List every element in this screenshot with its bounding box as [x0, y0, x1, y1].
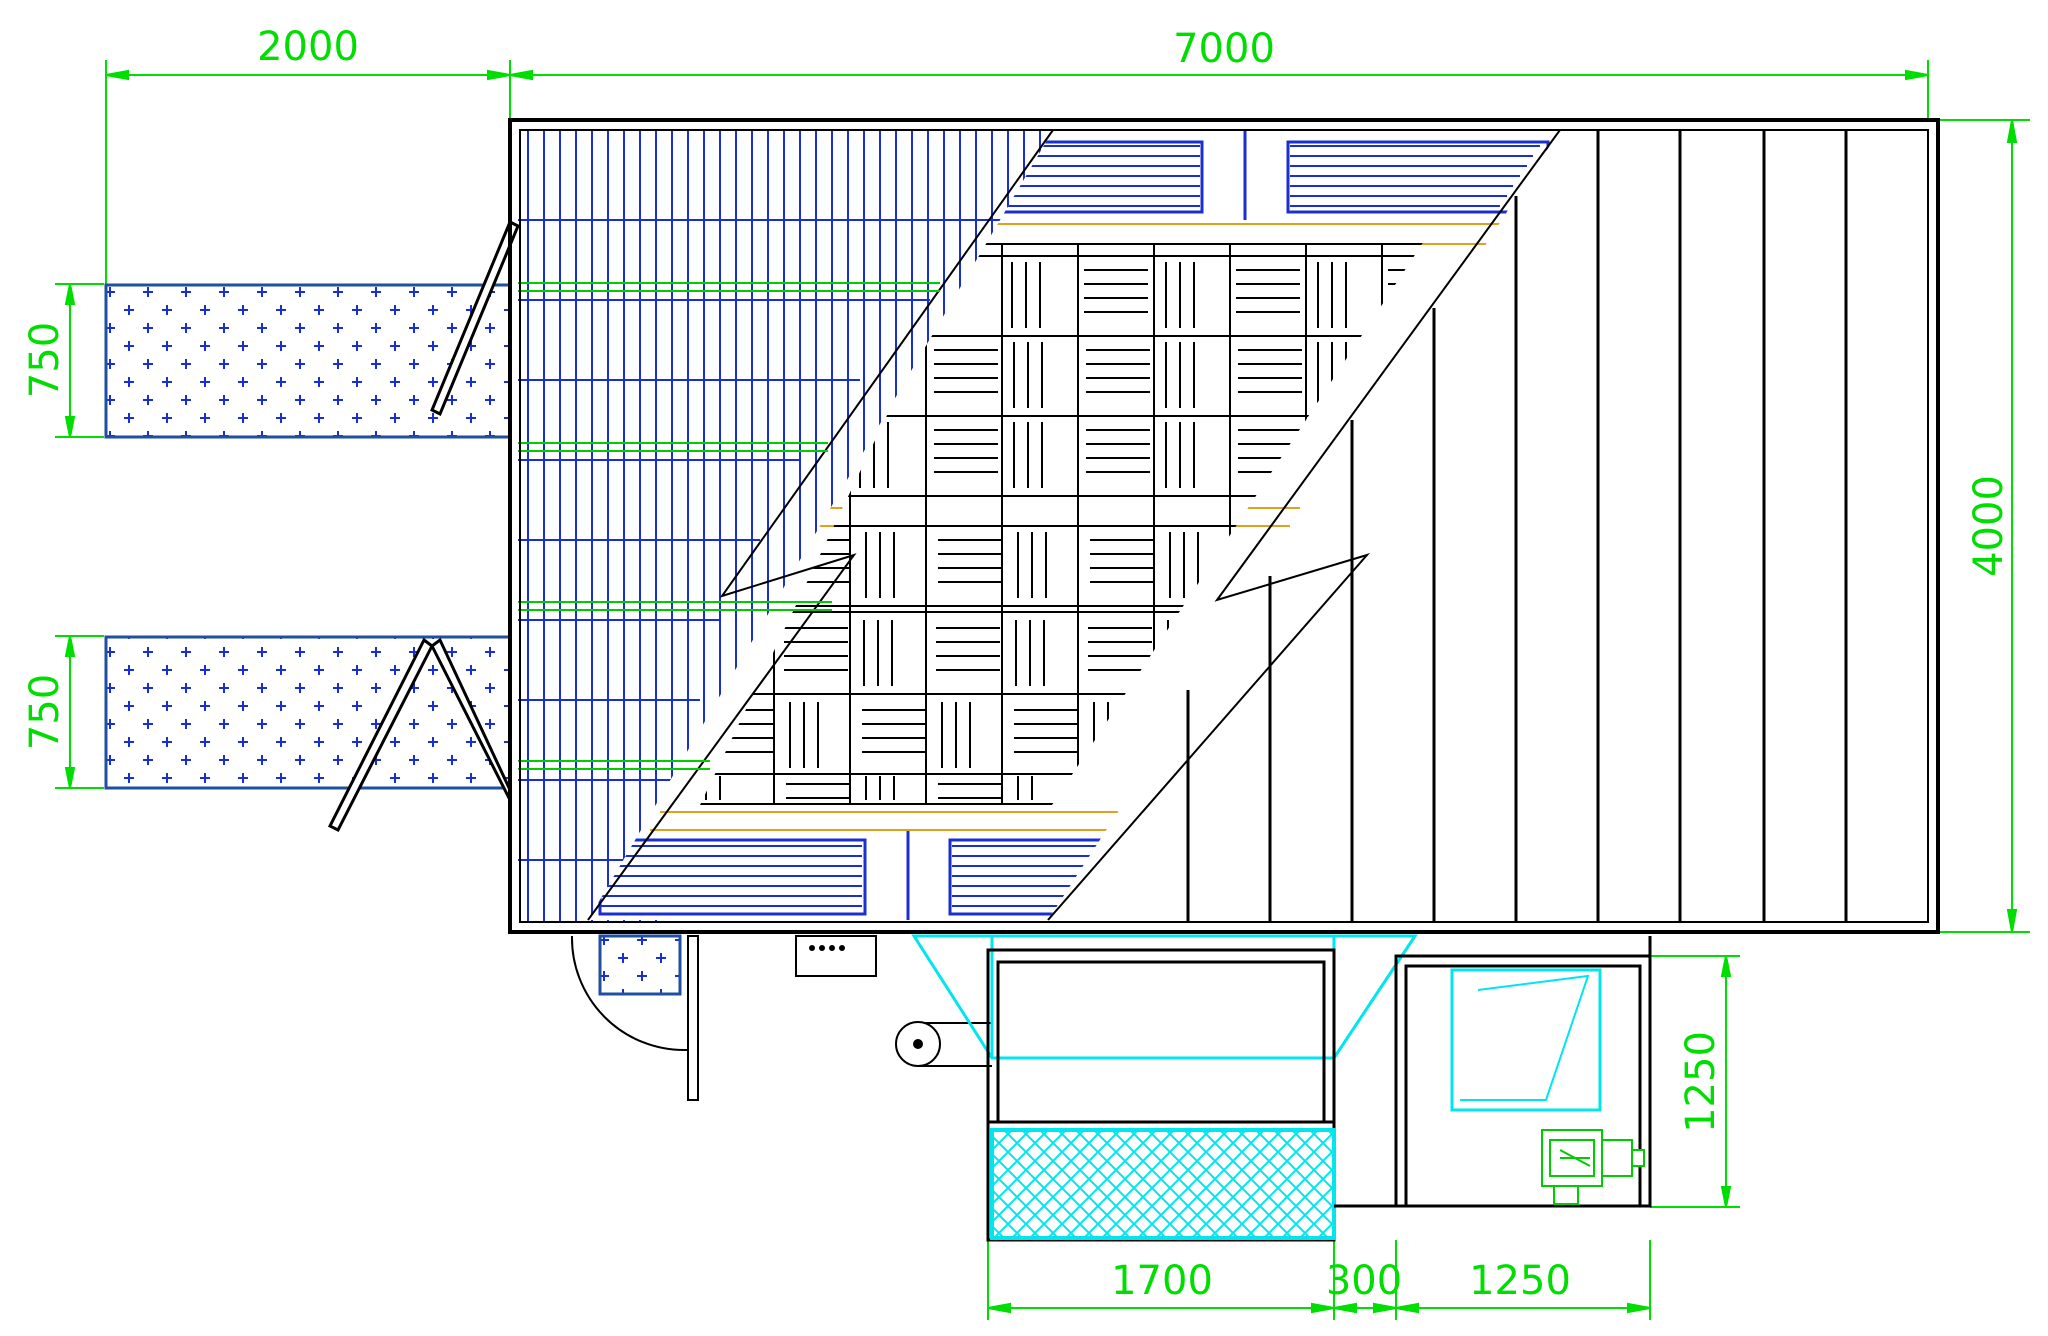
dim-label-bottom-b: 300 — [1326, 1258, 1402, 1304]
right-stripes — [1186, 130, 1848, 922]
control-box — [795, 935, 877, 977]
dim-label-bottom-c: 1250 — [1469, 1258, 1571, 1304]
fan-room — [1334, 936, 1652, 1208]
motor-icon — [1541, 1129, 1645, 1205]
upper-left-platform — [104, 283, 512, 439]
dim-label-bottom-a: 1700 — [1111, 1258, 1213, 1304]
entry-door — [687, 935, 699, 1101]
dimension-lines — [55, 60, 2030, 1320]
entry-door-swing — [570, 935, 690, 1051]
parquet-area — [588, 130, 1560, 920]
main-room — [508, 118, 1940, 934]
dim-label-top-main: 7000 — [1173, 26, 1275, 72]
dim-label-left-lower: 750 — [22, 674, 68, 750]
small-platform — [598, 934, 682, 996]
fan-roller — [895, 1021, 992, 1067]
dim-label-right-height: 4000 — [1966, 475, 2012, 577]
dim-label-top-left: 2000 — [257, 24, 359, 70]
dim-label-right-lower: 1250 — [1678, 1031, 1724, 1133]
fan-duct — [1450, 968, 1602, 1112]
green-beams — [518, 282, 940, 770]
dim-label-left-upper: 750 — [22, 322, 68, 398]
filter-mesh — [990, 1128, 1336, 1240]
left-doors — [327, 219, 520, 833]
